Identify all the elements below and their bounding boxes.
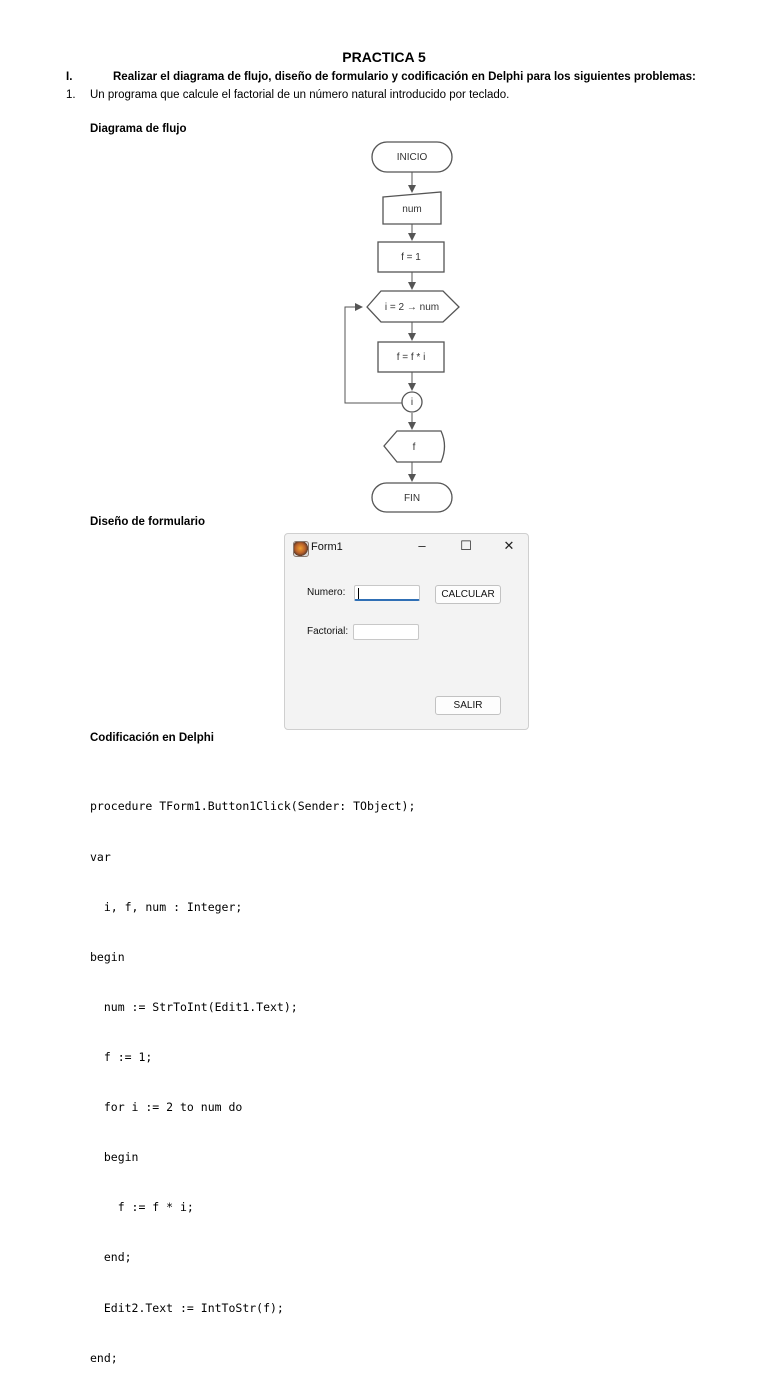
numero-input[interactable] — [354, 585, 420, 601]
calcular-button[interactable]: CALCULAR — [435, 585, 501, 604]
code-line: end; — [90, 1250, 132, 1265]
code-line: begin — [90, 949, 125, 964]
text-caret — [358, 588, 359, 599]
loop-connector — [401, 391, 423, 413]
loop-back-arrow — [344, 303, 402, 404]
code-line: end; — [90, 1350, 118, 1365]
flowchart-heading: Diagrama de flujo — [90, 123, 187, 135]
code-line: i, f, num : Integer; — [90, 899, 243, 914]
output-text: f — [413, 442, 416, 453]
body-text: f = f * i — [397, 352, 426, 363]
loop-text: i = 2 → num — [385, 302, 439, 313]
delphi-app-icon — [293, 541, 309, 557]
code-line: var — [90, 849, 111, 864]
close-button[interactable]: ✕ — [503, 538, 515, 553]
salir-button[interactable]: SALIR — [435, 696, 501, 715]
start-text: INICIO — [397, 152, 428, 163]
factorial-label: Factorial: — [307, 626, 349, 637]
section-text: Realizar el diagrama de flujo, diseño de… — [113, 71, 696, 83]
input-text: num — [402, 204, 421, 215]
code-line: for i := 2 to num do — [90, 1100, 243, 1115]
input-shape — [382, 191, 442, 225]
end-terminal — [371, 482, 453, 513]
body-process — [377, 341, 445, 373]
code-line: f := f * i; — [90, 1200, 194, 1215]
output-shape — [383, 430, 446, 463]
problem-text: Un programa que calcule el factorial de … — [90, 89, 510, 101]
code-line: num := StrToInt(Edit1.Text); — [90, 999, 298, 1014]
numero-label: Numero: — [307, 587, 346, 598]
loop-shape — [366, 290, 460, 323]
code-heading: Codificación en Delphi — [90, 732, 214, 744]
code-line: Edit2.Text := IntToStr(f); — [90, 1300, 284, 1315]
section-number: I. — [66, 71, 73, 83]
minimize-button[interactable]: – — [418, 538, 426, 553]
connector-text: i — [411, 397, 413, 408]
page-title: PRACTICA 5 — [342, 49, 426, 65]
code-line: f := 1; — [90, 1049, 153, 1064]
window-title: Form1 — [311, 541, 343, 553]
flowchart: INICIO num f = 1 i = 2 → num f = f * i i… — [344, 141, 460, 513]
form-heading: Diseño de formulario — [90, 516, 206, 528]
init-process — [377, 241, 445, 273]
form-window: Form1 – ☐ ✕ Numero: CALCULAR Factorial: … — [284, 533, 529, 730]
init-text: f = 1 — [401, 252, 421, 263]
code-line: begin — [90, 1150, 139, 1165]
problem-number: 1. — [66, 89, 76, 101]
maximize-button[interactable]: ☐ — [460, 538, 472, 553]
factorial-output[interactable] — [353, 624, 419, 640]
start-terminal — [371, 141, 453, 173]
code-listing: procedure TForm1.Button1Click(Sender: TO… — [90, 765, 415, 1383]
end-text: FIN — [404, 493, 420, 504]
code-line: procedure TForm1.Button1Click(Sender: TO… — [90, 799, 416, 814]
